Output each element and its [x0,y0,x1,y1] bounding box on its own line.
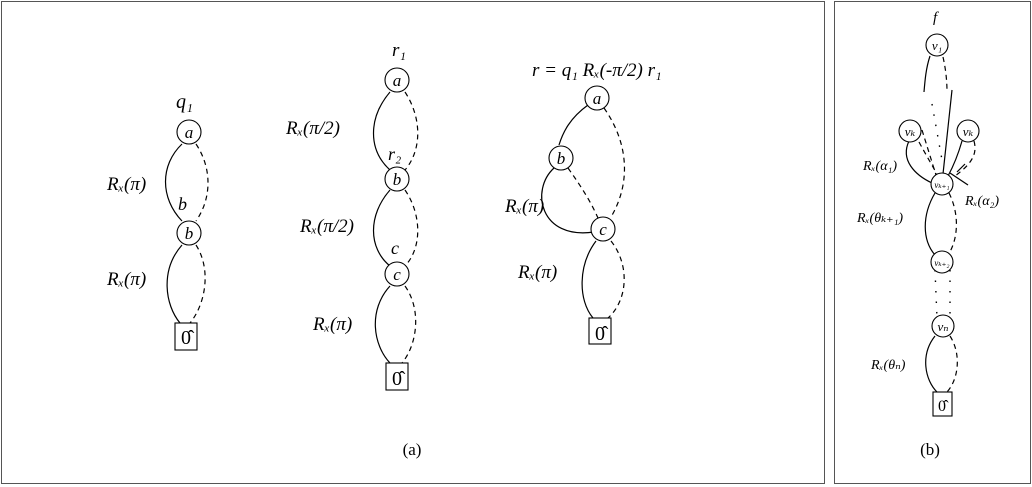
node-q1-a [176,119,202,145]
diagram-r: r = q₁ Rₓ(-π/2) r₁ a b c 0̂ Rₓ(π) Rₓ(π) [504,60,662,345]
edge-r-a-b [558,104,589,146]
edge-alpha2-tick [949,172,969,186]
edge-label-theta-k1: Rₓ(θₖ₊₁) [856,211,903,226]
edge-q1-b-0-solid [166,244,183,324]
node-vn [931,314,955,338]
node-r-b-text: b [557,149,566,168]
node-r1-a-text: a [393,71,402,90]
node-q1-b [176,220,202,246]
node-vk2 [930,250,954,274]
node-v1-text: v₁ [932,38,942,53]
node-r-a [584,85,610,111]
node-r-a-text: a [593,89,602,108]
panel-b-frame [834,1,1031,484]
edge-r-c-0-solid [581,240,597,319]
label-f: f [933,10,939,26]
edge-v1-solid [923,55,931,93]
edge-label-q1-2: Rₓ(π) [106,269,146,290]
node-r1-b-text: b [393,170,402,189]
edge-vk1-vk2-solid [924,192,936,256]
edge-r1-c-0-solid [374,285,391,364]
panel-a-frame [1,1,825,484]
node-r1-c [384,261,410,287]
edge-label-alpha1: Rₓ(α₁) [862,159,897,174]
equation-r: r = q₁ Rₓ(-π/2) r₁ [532,60,662,81]
edge-r1-b-c-dashed [404,189,419,267]
edge-v1-dashed [942,56,948,93]
diagram-b: f v₁ vₖ vₖ vₖ₊₁ vₖ₊₂ vₙ 0̂ Rₓ(α₁) Rₓ(α₂)… [856,10,999,417]
node-vk2-text: vₖ₊₂ [934,258,949,268]
node-vk-right [956,119,980,143]
edge-r-b-c-dashed [567,167,599,219]
label-q1-b: b [178,194,187,214]
terminal-q1 [174,322,198,351]
node-vk-left-text: vₖ [905,124,916,139]
edge-label-r-2: Rₓ(π) [517,262,557,283]
edge-vk1-vk2-dashed [947,192,958,256]
edge-label-r1-1: Rₓ(π/2) [285,118,340,139]
terminal-r1 [385,362,409,391]
edge-r1-b-c-solid [372,189,391,267]
edge-long-solid [942,89,953,175]
edge-label-q1-1: Rₓ(π) [106,174,146,195]
node-vk1-text: vₖ₊₁ [934,180,949,190]
edge-label-r1-3: Rₓ(π) [312,314,352,335]
path-dots-mid-left [934,269,938,319]
node-r-c-text: c [599,220,607,239]
label-r1-c: c [391,238,399,258]
edge-label-alpha2: Rₓ(α₂) [964,194,999,209]
terminal-b [932,391,953,417]
node-v1 [925,33,949,57]
edge-q1-a-b-dashed [195,143,209,222]
node-r1-c-text: c [393,265,401,284]
edge-label-r1-2: Rₓ(π/2) [299,216,354,237]
edge-vk-right-solid [947,140,963,177]
node-r-b [548,145,574,171]
node-q1-b-text: b [185,224,194,243]
edge-r-c-0-dashed [607,240,625,319]
terminal-r [588,317,612,345]
edge-label-theta-n: Rₓ(θₙ) [870,358,906,373]
node-r1-a [384,67,410,93]
node-vk-left [898,119,922,143]
edge-q1-b-0-dashed [189,244,206,324]
edge-vn-0-dashed [946,335,958,393]
edge-alpha2-tick2 [956,163,966,173]
edge-r1-a-b-dashed [404,91,419,171]
node-vn-text: vₙ [937,319,948,334]
edge-vn-0-solid [925,335,938,393]
label-r1: r₁ [392,40,406,61]
node-r-c [590,216,616,242]
edge-vk-left-solid [905,140,933,184]
label-r2: r₂ [388,144,401,164]
edge-vk-right-dashed [954,140,976,177]
path-dots-top [931,103,943,161]
node-r1-b [384,166,410,192]
node-vk-right-text: vₖ [963,124,974,139]
edge-vk-left-dashed [918,141,939,177]
caption-b: (b) [920,440,940,459]
node-q1-a-text: a [185,123,194,142]
caption-a: (a) [403,440,422,459]
edge-label-r-1: Rₓ(π) [504,196,544,217]
diagram-q1: q₁ a b b 0̂ Rₓ(π) Rₓ(π) [106,91,209,351]
diagram-r1: r₁ a b c r₂ c 0̂ Rₓ(π/2) Rₓ(π/2) Rₓ(π) [285,40,419,391]
edge-r-a-c [603,107,625,218]
edge-r1-a-b-solid [372,91,391,171]
edge-q1-a-b-solid [164,143,183,222]
label-q1: q₁ [176,91,193,113]
node-vk1 [930,172,954,196]
terminal-b-text: 0̂ [938,398,949,415]
edge-extra-dashed [921,129,937,176]
edge-r1-c-0-dashed [401,285,417,364]
edge-r-b-c-solid [541,167,595,234]
